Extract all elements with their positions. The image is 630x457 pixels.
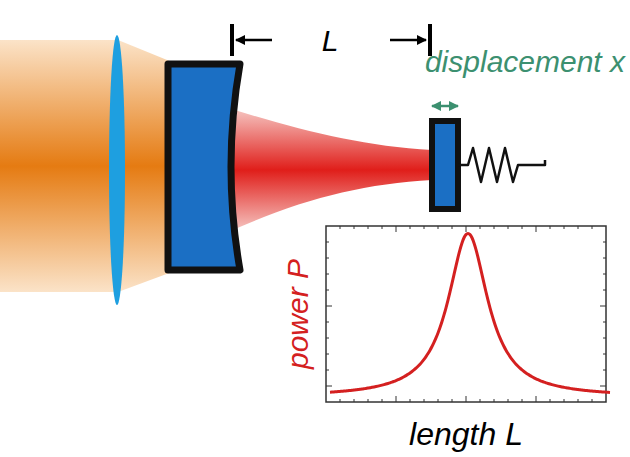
movable-mirror [432,121,458,209]
tick [340,226,341,229]
tick [508,226,509,229]
tick [603,274,606,275]
axis-label: length L [409,418,523,450]
tick [340,399,341,402]
tick [494,399,495,402]
input-mirror [168,64,240,270]
tick [438,399,439,402]
lorentzian-curve [330,233,610,392]
axis-label: power P [283,259,313,369]
tick [522,399,523,402]
cavity-beam [228,108,432,232]
tick [424,399,425,402]
length-symbol: L [322,26,339,56]
tick [326,386,332,387]
tick [326,274,329,275]
tick [600,306,606,307]
tick [410,226,411,229]
tick [466,226,467,232]
tick [396,226,397,232]
tick [603,242,606,243]
tick [466,396,467,402]
tick [354,226,355,229]
tick [603,338,606,339]
plot-frame [326,226,606,402]
tick [600,386,606,387]
tick [368,226,369,229]
tick [326,242,329,243]
tick [396,396,397,402]
length-arrow [236,39,272,42]
tick [480,399,481,402]
tick [522,226,523,229]
tick [536,396,537,402]
tick [382,226,383,229]
input-beam [0,40,172,292]
tick [452,399,453,402]
length-bar [230,24,234,56]
tick [326,290,329,291]
tick [578,226,579,229]
tick [480,226,481,229]
tick [603,354,606,355]
tick [424,226,425,229]
tick [494,226,495,229]
tick [603,258,606,259]
tick [326,338,329,339]
tick [438,226,439,229]
tick [326,354,329,355]
tick [603,322,606,323]
tick [578,399,579,402]
tick [326,306,332,307]
length-arrow [390,39,426,42]
tick [382,399,383,402]
tick [564,399,565,402]
tick [603,290,606,291]
lens [109,35,125,305]
tick [550,226,551,229]
plot-ground [318,218,614,408]
tick [354,399,355,402]
tick [592,226,593,229]
plot-ticks [326,226,606,402]
tick [326,258,329,259]
tick [452,226,453,229]
displacement-arrow [432,105,458,108]
tick [368,399,369,402]
tick [410,399,411,402]
displacement-label: displacement x [425,47,625,77]
tick [326,322,329,323]
tick [592,399,593,402]
tick [603,370,606,371]
spring [458,148,545,182]
tick [508,399,509,402]
tick [550,399,551,402]
tick [536,226,537,232]
tick [564,226,565,229]
tick [326,370,329,371]
